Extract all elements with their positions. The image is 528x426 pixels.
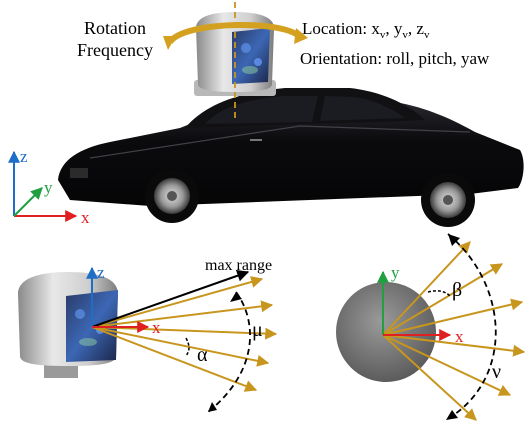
- nu-arc: [445, 233, 497, 421]
- rear-wheel: [421, 173, 475, 227]
- top-beam-4: [382, 334, 526, 357]
- rotation-arrow: [167, 21, 303, 45]
- rotation-arrowhead-left: [163, 36, 176, 50]
- max-range-arrow: [91, 269, 250, 328]
- nu-arc-head-bottom: [446, 410, 458, 420]
- front-wheel: [145, 169, 199, 223]
- mu-label: μ: [252, 319, 263, 341]
- side-beam-1: [91, 276, 264, 328]
- side-axis-x-label: x: [152, 318, 161, 337]
- max-range-label: max range: [205, 257, 272, 274]
- rotation-label: Rotation: [84, 18, 146, 38]
- side-beam-4: [91, 326, 270, 367]
- alpha-label: α: [197, 344, 208, 366]
- rotation-arrowhead-right: [294, 28, 308, 44]
- side-beam-5: [91, 326, 258, 392]
- alpha-arc: [185, 337, 190, 357]
- top-axis-y-label: y: [391, 263, 400, 282]
- frequency-label: Frequency: [77, 40, 153, 60]
- car-illustration: [58, 88, 524, 227]
- mu-arc-head-bottom: [208, 402, 217, 412]
- world-axes: z y x: [7, 147, 90, 227]
- top-beam-1: [382, 241, 471, 336]
- location-label: Location: xv, yv, zv: [302, 19, 430, 41]
- top-beam-6: [382, 334, 477, 421]
- beta-label: β: [452, 279, 462, 301]
- top-view-beams: [382, 241, 526, 421]
- side-view-beams: [91, 269, 278, 392]
- world-axis-x-label: x: [81, 208, 90, 227]
- mu-arc: [207, 291, 251, 413]
- nu-label: ν: [492, 361, 501, 383]
- top-beam-5: [382, 334, 512, 396]
- world-axis-z-label: z: [20, 147, 28, 166]
- top-beam-3: [382, 298, 524, 336]
- top-axis-x-label: x: [455, 327, 464, 346]
- beta-arc: [427, 290, 451, 297]
- world-axis-y-label: y: [44, 178, 53, 197]
- side-view-axes: z x: [86, 263, 161, 337]
- nu-arc-head-top: [448, 234, 460, 246]
- side-axis-z-label: z: [97, 263, 105, 282]
- orientation-label: Orientation: roll, pitch, yaw: [300, 49, 490, 68]
- top-view-axes: y x: [377, 263, 464, 346]
- side-beam-3: [91, 326, 278, 340]
- mu-arc-head-top: [230, 292, 242, 302]
- side-beam-2: [91, 300, 274, 328]
